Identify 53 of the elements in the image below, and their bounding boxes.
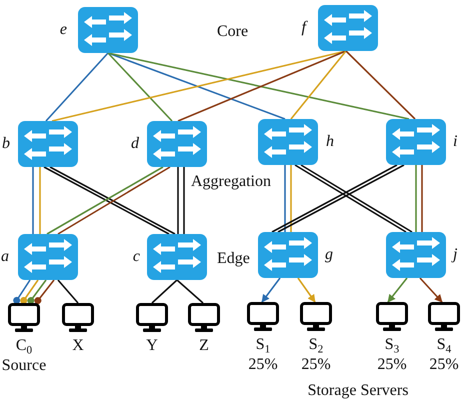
connection-line: [284, 165, 286, 232]
connection-line: [290, 165, 292, 232]
switch-label: e: [60, 21, 67, 39]
connection-line: [57, 279, 79, 304]
host-label: S$_{4}$: [436, 336, 452, 354]
connection-line: [13, 280, 31, 304]
switch-label: d: [131, 135, 139, 153]
switch-label: j: [453, 246, 458, 264]
connection-line: [421, 165, 423, 232]
connection-line: [176, 279, 204, 304]
connection-line: [45, 52, 109, 122]
connection-line: [20, 280, 39, 304]
connection-line: [415, 165, 417, 232]
layer-label: Core: [217, 23, 248, 41]
switch-label: a: [1, 248, 9, 266]
host-caption: 25%: [301, 356, 331, 374]
connection-line: [39, 167, 41, 234]
switch-label: i: [453, 133, 458, 151]
connection-line: [183, 167, 185, 234]
connection-line: [151, 279, 178, 304]
connection-line: [178, 50, 346, 122]
host-label: S$_{2}$: [308, 336, 324, 354]
connection-line: [108, 52, 286, 120]
host-caption: 25%: [429, 356, 459, 374]
host-caption: 25%: [377, 356, 407, 374]
layer-label: Aggregation: [191, 173, 271, 191]
switch-label: c: [132, 248, 140, 266]
connection-line: [345, 50, 416, 120]
arrow: [387, 278, 408, 303]
switch-label: g: [325, 246, 333, 264]
host-caption: Source: [2, 357, 46, 375]
connection-line: [107, 52, 173, 122]
host-caption: 25%: [248, 356, 278, 374]
switch-label: h: [326, 133, 334, 151]
host-label: C$_{0}$: [16, 337, 32, 355]
group-label: Storage Servers: [308, 382, 408, 400]
connection-line: [34, 280, 55, 304]
switch-label: f: [302, 19, 306, 37]
arrow: [297, 278, 316, 303]
connection-line: [290, 50, 347, 120]
connection-line: [177, 167, 179, 234]
connection-line: [32, 167, 34, 234]
switch-label: b: [2, 135, 10, 153]
arrow: [419, 277, 443, 303]
connection-line: [27, 280, 47, 304]
host-label: S$_{3}$: [384, 336, 400, 354]
host-label: X: [72, 337, 84, 355]
layer-label: Edge: [217, 250, 250, 268]
arrow: [261, 278, 281, 303]
connection-line: [108, 52, 410, 120]
host-label: S$_{1}$: [256, 336, 270, 354]
host-label: Y: [146, 337, 158, 355]
host-label: Z: [199, 337, 209, 355]
